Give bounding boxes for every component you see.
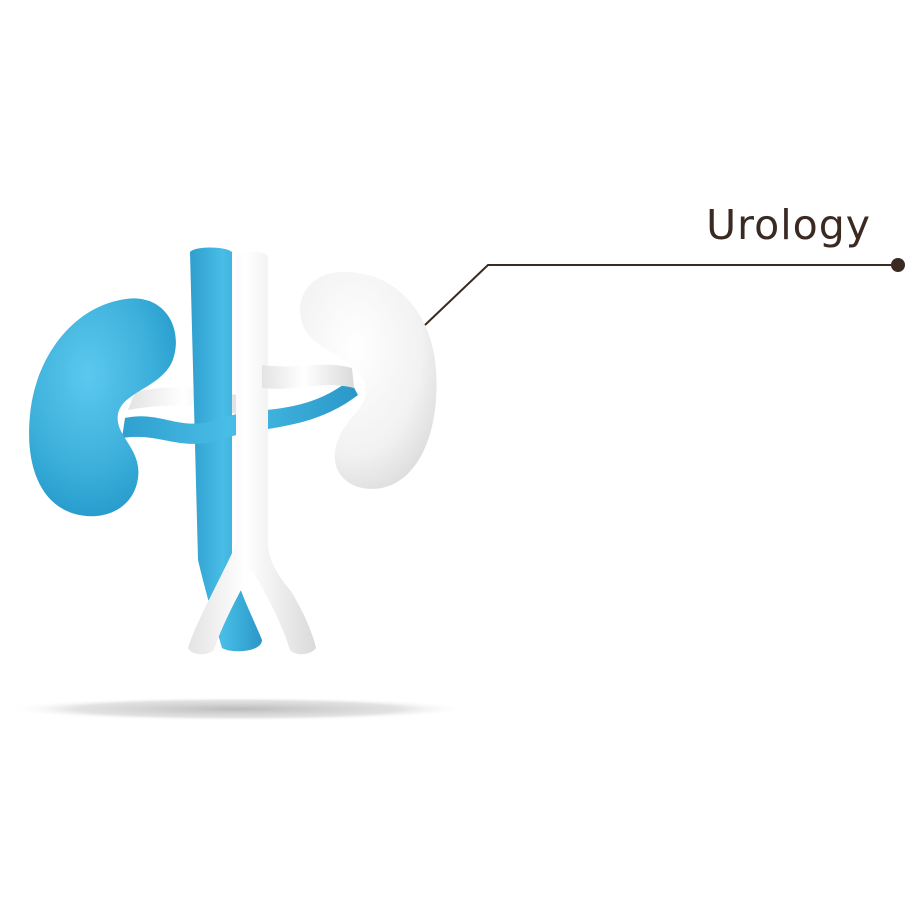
ground-shadow [6,697,470,721]
renal-artery [122,380,358,444]
leader-line [424,264,898,326]
specialty-label: Urology [706,201,871,249]
aorta-vessel [190,247,262,652]
renal-vein-right [262,364,354,389]
leader-dot [891,258,905,272]
kidney-icon [29,298,176,517]
vena-cava-vessel [188,251,316,655]
kidney-icon [300,271,437,489]
